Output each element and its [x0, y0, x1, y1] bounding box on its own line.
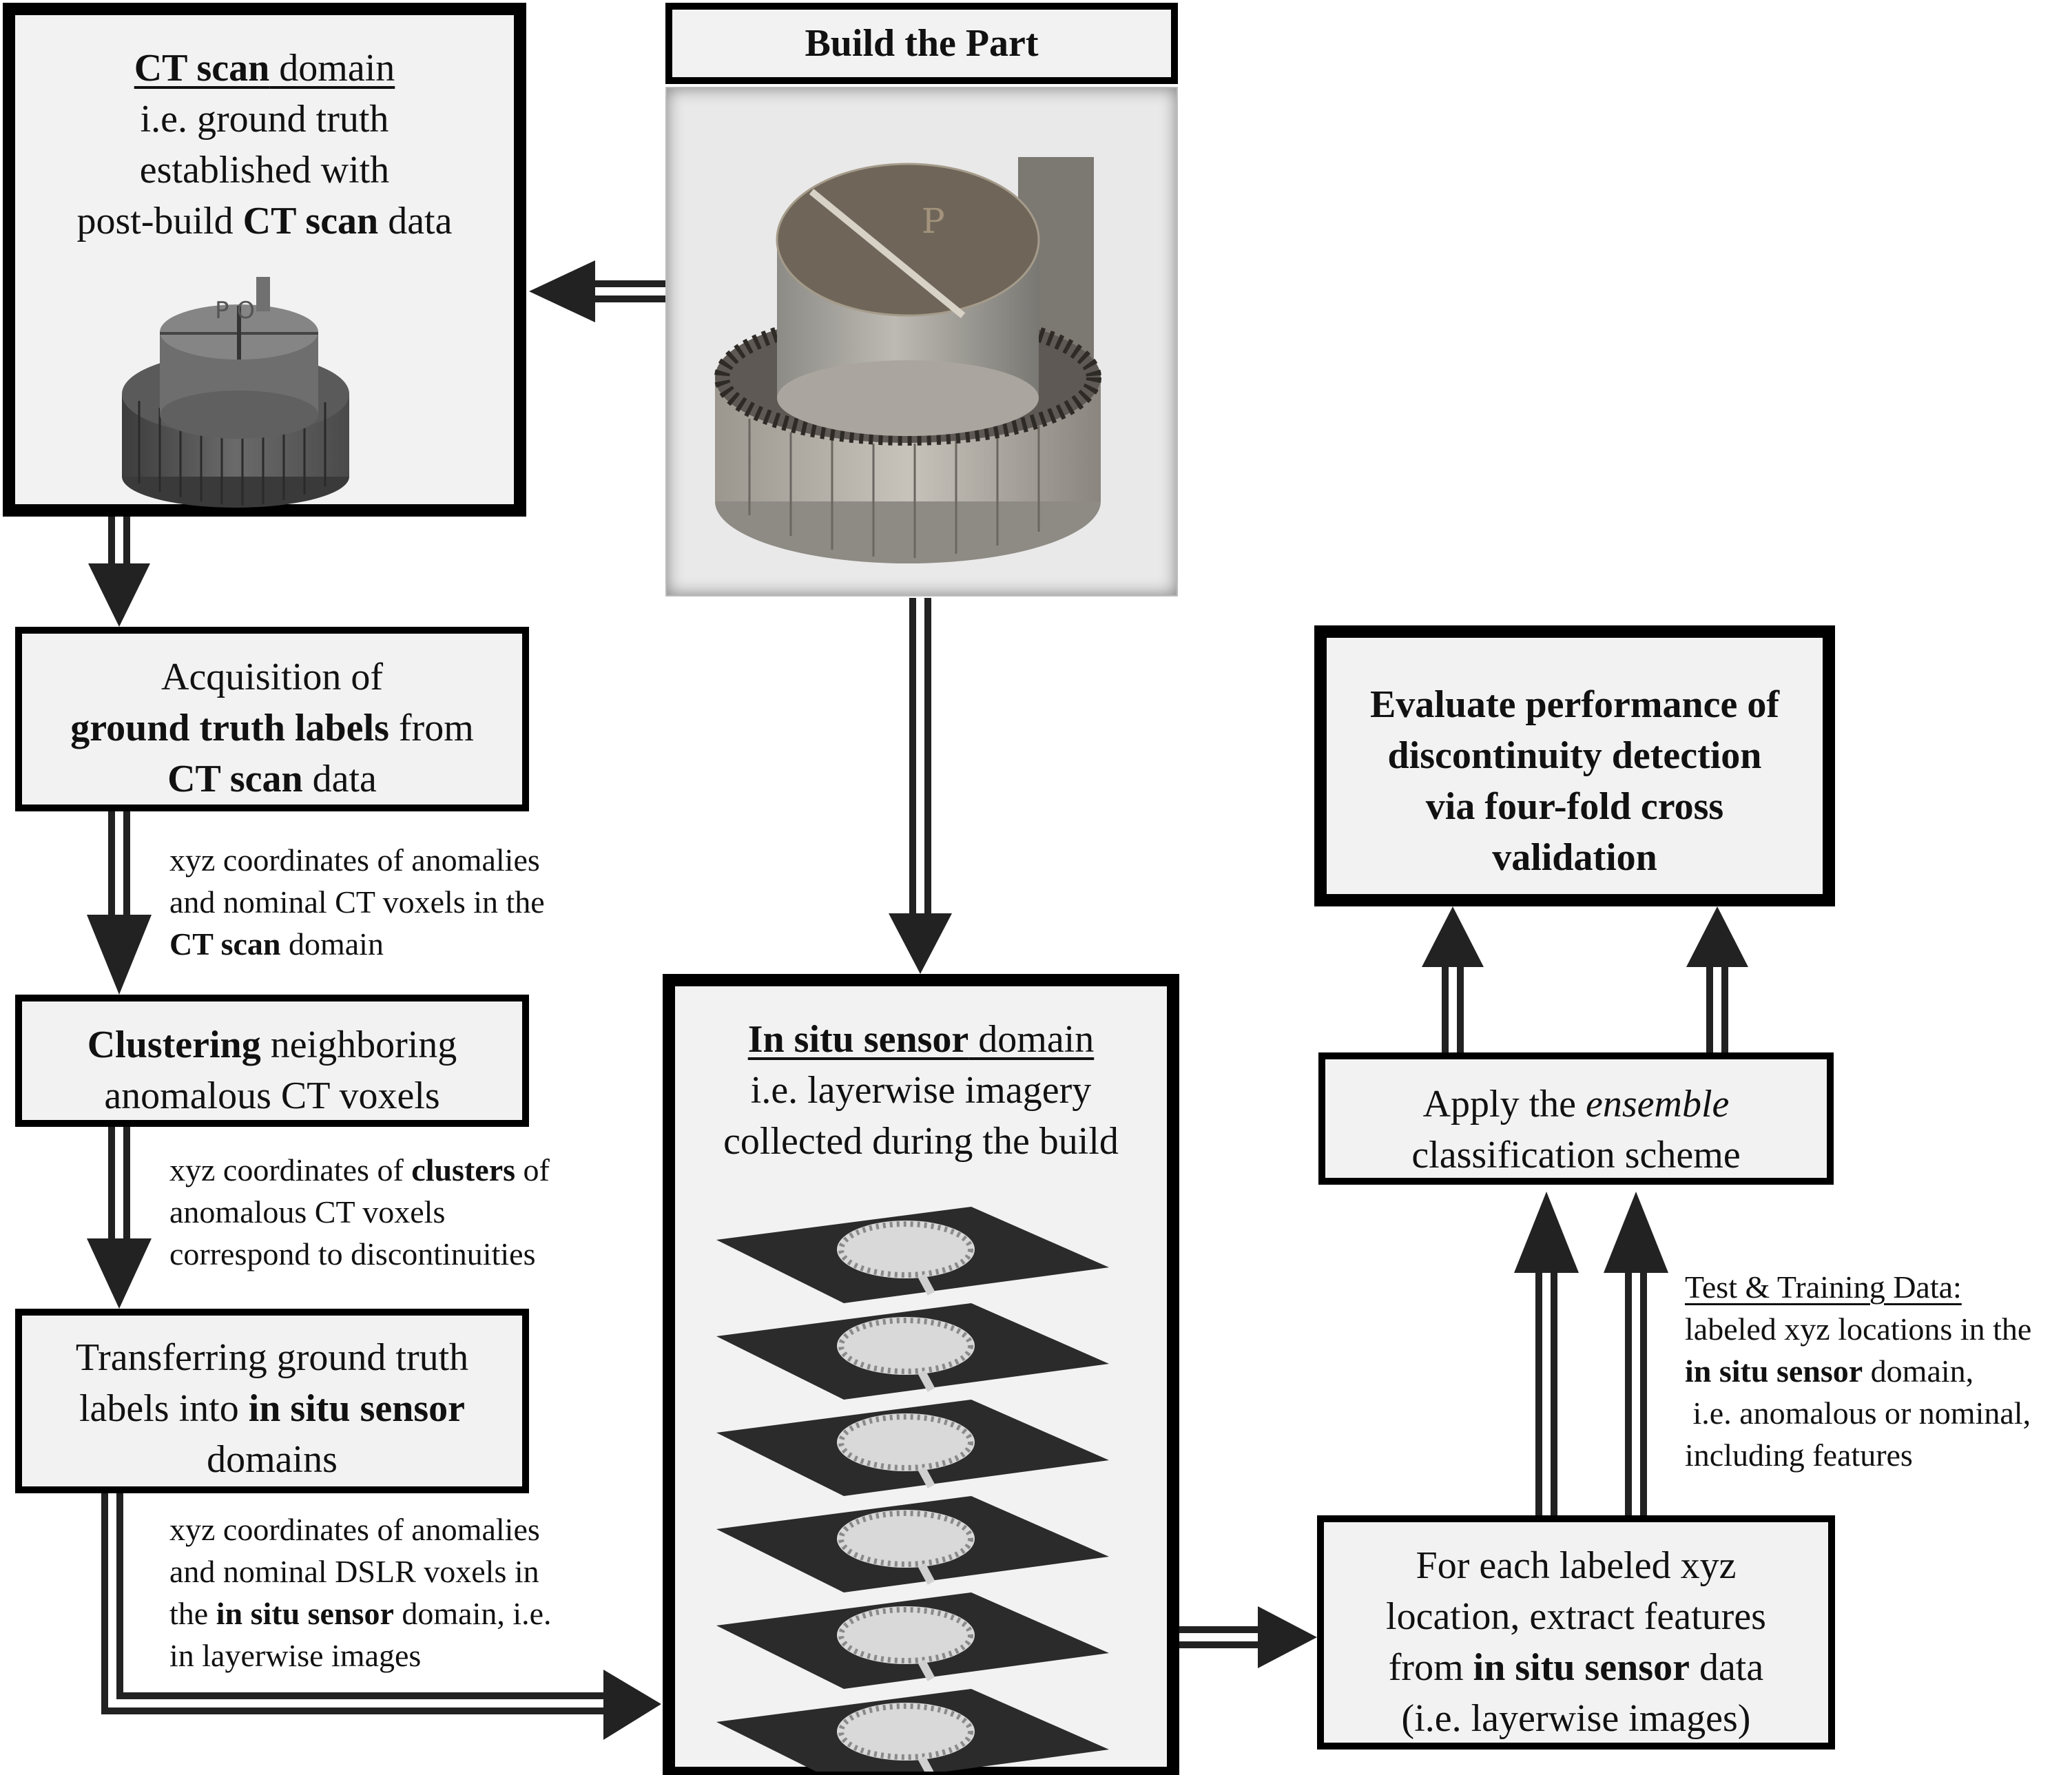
- extract-line1: For each labeled xyz: [1416, 1544, 1737, 1587]
- extract-line3: from in situ sensor data: [1388, 1646, 1764, 1689]
- layer-image: [716, 1496, 1109, 1592]
- label-test-training-data: Test & Training Data: labeled xyz locati…: [1685, 1266, 2031, 1476]
- node-extract-features: For each labeled xyz location, extract f…: [1317, 1515, 1835, 1750]
- built-part-photo: P: [714, 157, 1101, 563]
- arrow-ensemble-to-evaluate-2: [1686, 906, 1748, 1054]
- transferring-line2: labels into in situ sensor: [79, 1387, 466, 1430]
- label-transfer-to-insitu: xyz coordinates of anomalies and nominal…: [169, 1512, 552, 1673]
- ct-domain-title: CT scan domain: [134, 47, 395, 90]
- node-ct-scan-domain: CT scan domain i.e. ground truth establi…: [3, 3, 526, 517]
- node-clustering: Clustering neighboring anomalous CT voxe…: [15, 995, 529, 1127]
- node-transferring: Transferring ground truth labels into in…: [15, 1309, 529, 1493]
- insitu-domain-line2: i.e. layerwise imagery: [750, 1069, 1092, 1112]
- ensemble-line2: classification scheme: [1411, 1134, 1741, 1176]
- ct-domain-line4: post-build CT scan data: [76, 200, 453, 242]
- arrow-insitu-to-extract: [1179, 1606, 1317, 1668]
- transferring-line3: domains: [207, 1438, 338, 1481]
- transferring-line1: Transferring ground truth: [75, 1336, 469, 1379]
- ct-scan-render-image: P O: [122, 277, 349, 508]
- arrow-extract-to-ensemble-2: [1604, 1192, 1668, 1515]
- acquisition-line2: ground truth labels from: [70, 707, 474, 749]
- label-acq-to-cluster: xyz coordinates of anomalies and nominal…: [169, 842, 545, 962]
- node-build-part-title: Build the Part: [665, 3, 1178, 84]
- layer-image: [716, 1303, 1109, 1400]
- node-evaluate: Evaluate performance of discontinuity de…: [1314, 625, 1835, 906]
- layer-image: [716, 1207, 1109, 1303]
- ct-domain-line2: i.e. ground truth: [140, 98, 389, 141]
- build-part-photo-frame: P: [665, 87, 1178, 596]
- arrow-clustering-to-transferring: [87, 1127, 152, 1309]
- layerwise-image-stack: [716, 1207, 1109, 1775]
- arrow-build-to-insitu: [889, 598, 952, 974]
- acquisition-line3: CT scan data: [167, 758, 377, 800]
- layer-image: [716, 1689, 1109, 1775]
- evaluate-line4: validation: [1492, 836, 1657, 879]
- svg-text:P: P: [922, 201, 945, 241]
- insitu-domain-title: In situ sensor domain: [747, 1018, 1095, 1061]
- layer-stack: [675, 1193, 1167, 1775]
- clustering-line1: Clustering neighboring: [87, 1024, 457, 1066]
- layer-image: [716, 1592, 1109, 1689]
- arrow-ct-to-acquisition: [88, 517, 150, 627]
- test-training-title: Test & Training Data:: [1685, 1269, 1962, 1305]
- label-cluster-to-transfer: xyz coordinates of clusters of anomalous…: [169, 1152, 550, 1271]
- evaluate-line2: discontinuity detection: [1387, 734, 1762, 777]
- evaluate-line3: via four-fold cross: [1425, 785, 1724, 828]
- arrow-ensemble-to-evaluate-1: [1422, 906, 1484, 1054]
- arrow-acquisition-to-clustering: [87, 811, 152, 995]
- build-part-title: Build the Part: [805, 22, 1039, 65]
- ensemble-line1: Apply the ensemble: [1422, 1083, 1730, 1125]
- ct-domain-line3: established with: [139, 149, 390, 191]
- arrow-build-to-ct: [529, 260, 667, 322]
- extract-line2: location, extract features: [1386, 1595, 1766, 1638]
- layer-image: [716, 1400, 1109, 1496]
- node-ensemble: Apply the ensemble classification scheme: [1318, 1052, 1834, 1185]
- evaluate-line1: Evaluate performance of: [1369, 683, 1780, 726]
- clustering-line2: anomalous CT voxels: [104, 1075, 440, 1117]
- extract-line4: (i.e. layerwise images): [1401, 1697, 1751, 1740]
- node-acquisition: Acquisition of ground truth labels from …: [15, 627, 529, 811]
- insitu-domain-line3: collected during the build: [723, 1120, 1119, 1163]
- acquisition-line1: Acquisition of: [161, 656, 383, 698]
- arrow-extract-to-ensemble-1: [1514, 1192, 1579, 1515]
- node-in-situ-domain: In situ sensor domain i.e. layerwise ima…: [663, 974, 1179, 1775]
- svg-text:P O: P O: [215, 297, 255, 324]
